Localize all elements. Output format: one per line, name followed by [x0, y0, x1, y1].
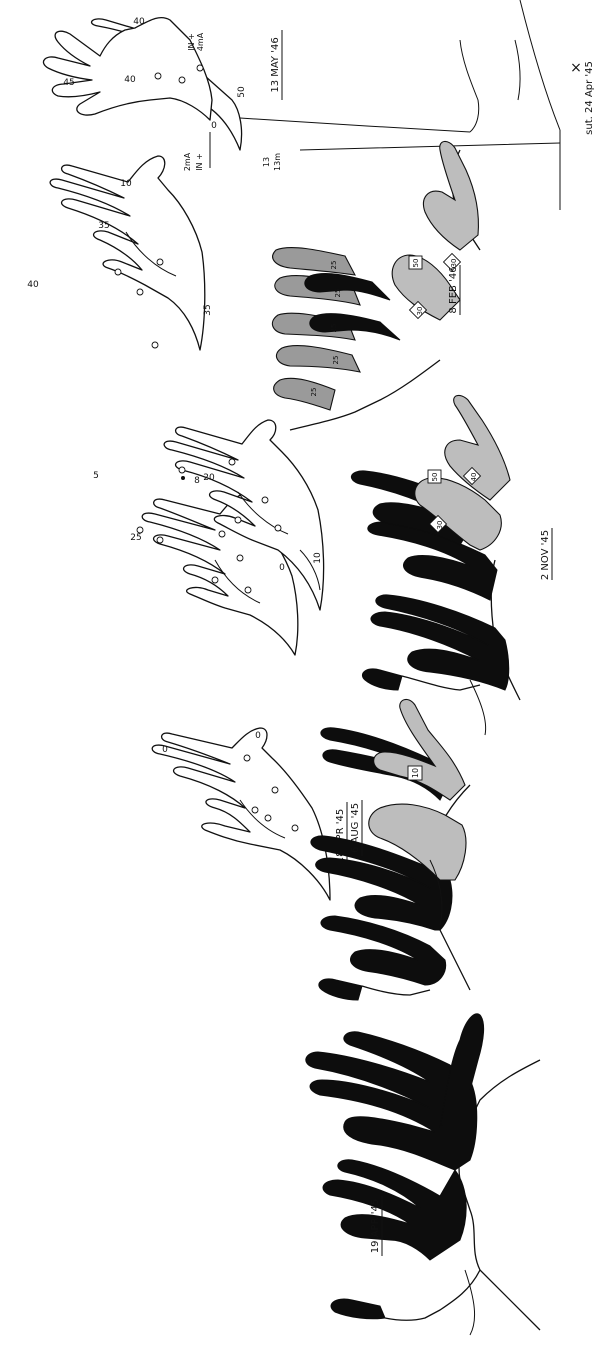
suture-annotation: × sut. 24 Apr '45	[570, 60, 595, 135]
map3-thumb-value: 20	[203, 473, 215, 483]
map3-base-value: 10	[313, 552, 323, 564]
anaesthesia-map-2-nov-45: 50 40 30	[351, 395, 520, 735]
date-label-6-aug-45: 6 AUG '45	[350, 803, 361, 853]
shade5-box2-value: 30	[450, 259, 458, 268]
stim-in-low: IN +	[195, 153, 204, 171]
stim-13: 13	[262, 157, 271, 167]
shade4-box1-value: 50	[431, 473, 439, 482]
map4-base-value: 35	[203, 304, 213, 315]
map2-base-value: 0	[279, 563, 285, 573]
map4-thumb-value: 35	[98, 221, 109, 231]
stim-ma-low: 2mA	[183, 152, 192, 171]
stim-in-top: IN +	[187, 33, 196, 51]
suture-label: sut. 24 Apr '45	[584, 61, 595, 135]
map5-little-value: 10	[120, 179, 132, 189]
shade4-box2-value: 40	[470, 473, 478, 482]
sensation-map-18-apr-45: 0 0	[152, 728, 330, 900]
map5-middle-value: 40	[124, 75, 136, 85]
map1-thumb-value: 0	[255, 731, 261, 741]
map1-index-value: 0	[162, 745, 168, 755]
map5-base-value: 50	[237, 86, 247, 98]
date-label-2-nov-45: 2 NOV '45	[540, 530, 551, 580]
map4-index-value: 40	[27, 280, 39, 290]
suture-x-mark: ×	[570, 60, 582, 76]
stim-ma-top: 4mA	[196, 32, 205, 51]
shade3-box-value: 10	[411, 768, 420, 778]
map2-index-value: 5	[93, 471, 99, 481]
map2-thumb-value: 8	[194, 476, 200, 486]
shade5-box3-value: 30	[416, 307, 424, 316]
shade5-finger5-value: 25	[310, 388, 318, 397]
stim-13m: 13m	[273, 153, 282, 171]
shade5-finger2-value: 25	[334, 289, 342, 298]
anaesthesia-map-6-aug-45: 10	[311, 699, 470, 1000]
shade5-box1-value: 50	[412, 259, 420, 268]
shade5-finger3-value: 25	[330, 324, 338, 333]
map5-thumb-value: 40	[133, 17, 145, 27]
date-label-13-may-46: 13 MAY '46	[270, 37, 281, 92]
date-label-8-feb-46: 8 FEB '46	[448, 266, 459, 313]
anaesthesia-map-19-apr-45	[306, 1014, 540, 1335]
stim-zero: 0	[211, 121, 217, 131]
date-label-19-apr-45: 19 APR '45	[370, 1199, 381, 1253]
shade5-finger1-value: 25	[330, 261, 338, 270]
shade4-box3-value: 30	[436, 521, 444, 530]
map3-index-value: 25	[130, 533, 141, 543]
map5-index-value: 45	[63, 78, 74, 88]
shade5-finger4-value: 25	[332, 356, 340, 365]
forearm-outline	[240, 0, 560, 210]
